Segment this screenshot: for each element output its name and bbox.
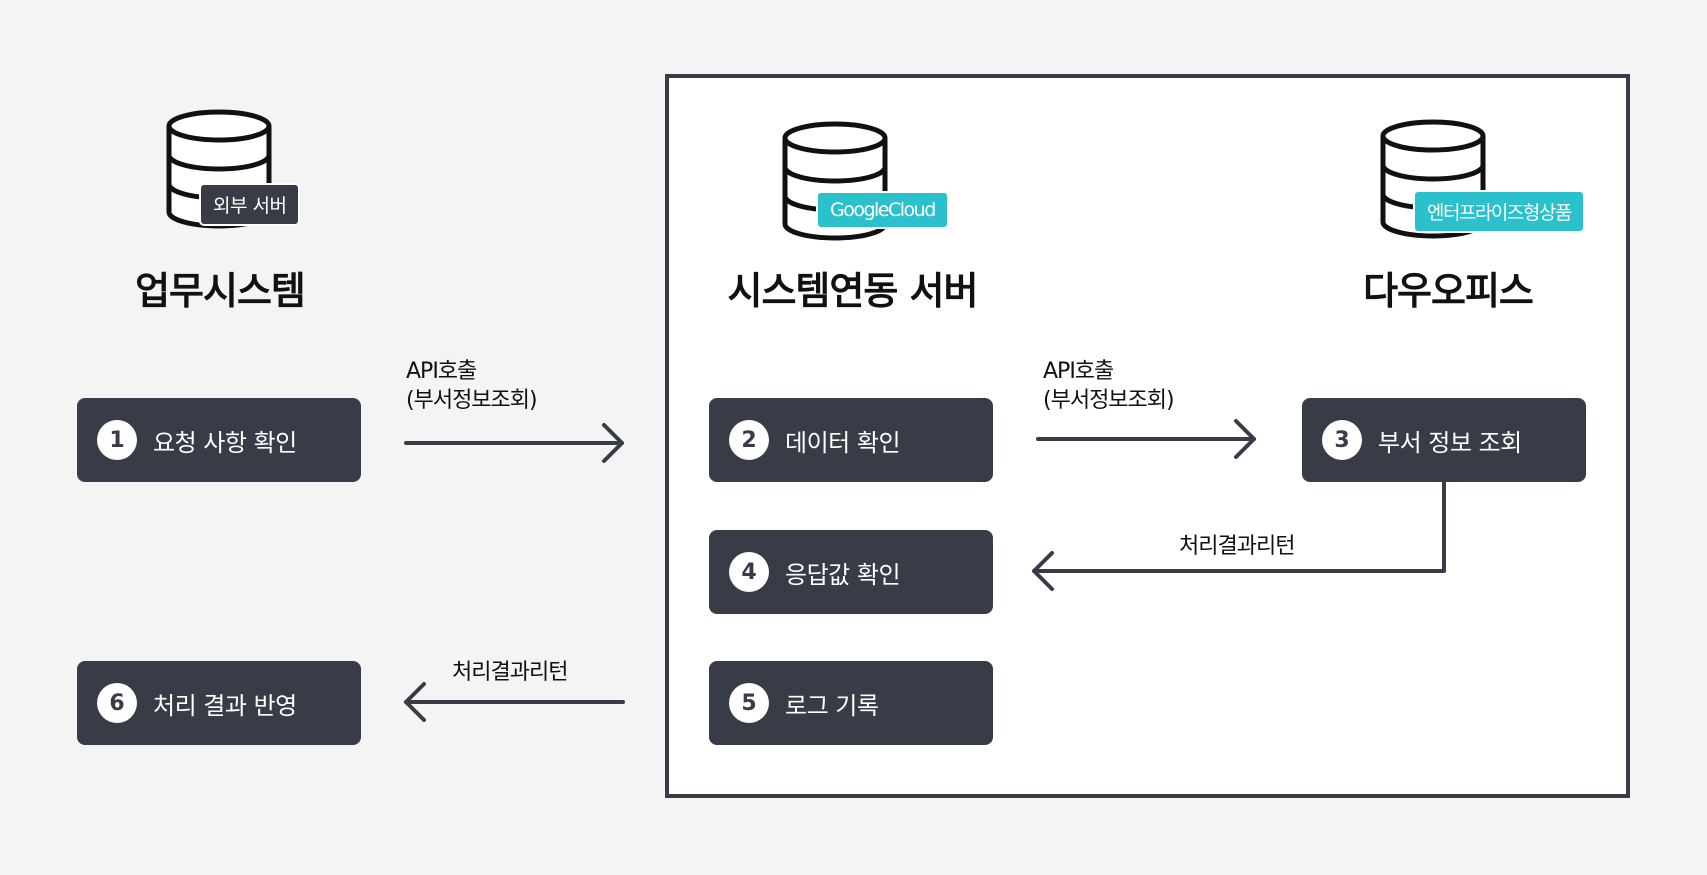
edge-label-call-1-line1: API호출	[406, 359, 477, 384]
step-2-box: 2 데이터 확인	[709, 398, 993, 482]
arrow-call-2	[1036, 419, 1256, 459]
edge-label-call-2-line2: (부서정보조회)	[1043, 388, 1175, 413]
step-3-box: 3 부서 정보 조회	[1302, 398, 1586, 482]
step-1-label: 요청 사항 확인	[153, 428, 297, 457]
step-3-label: 부서 정보 조회	[1378, 428, 1522, 457]
edge-label-return-2: 처리결과리턴	[452, 660, 568, 685]
edge-label-call-1: API호출 (부서정보조회)	[406, 357, 538, 415]
step-5-number: 5	[729, 683, 769, 723]
step-2-label: 데이터 확인	[785, 428, 901, 457]
edge-label-call-2: API호출 (부서정보조회)	[1043, 357, 1175, 415]
step-4-label: 응답값 확인	[785, 560, 901, 589]
step-6-label: 처리 결과 반영	[153, 691, 297, 720]
work-system-title: 업무시스템	[135, 269, 306, 313]
arrow-return-2	[404, 682, 625, 722]
step-4-number: 4	[729, 552, 769, 592]
step-1-number: 1	[97, 420, 137, 460]
dauoffice-badge: 엔터프라이즈형상품	[1413, 190, 1585, 233]
step-5-box: 5 로그 기록	[709, 661, 993, 745]
arrow-call-1	[404, 423, 624, 463]
dauoffice-title: 다우오피스	[1363, 269, 1534, 313]
step-5-label: 로그 기록	[785, 691, 879, 720]
step-3-number: 3	[1322, 420, 1362, 460]
step-2-number: 2	[729, 420, 769, 460]
work-system-badge: 외부 서버	[199, 183, 301, 226]
edge-label-call-2-line1: API호출	[1043, 359, 1114, 384]
integration-server-title: 시스템연동 서버	[727, 269, 979, 313]
edge-label-return-1: 처리결과리턴	[1179, 534, 1295, 559]
integration-server-badge: GoogleCloud	[816, 191, 949, 229]
edge-label-call-1-line2: (부서정보조회)	[406, 388, 538, 413]
step-6-number: 6	[97, 683, 137, 723]
step-4-box: 4 응답값 확인	[709, 530, 993, 614]
step-6-box: 6 처리 결과 반영	[77, 661, 361, 745]
arrow-return-1	[1032, 478, 1446, 591]
step-1-box: 1 요청 사항 확인	[77, 398, 361, 482]
